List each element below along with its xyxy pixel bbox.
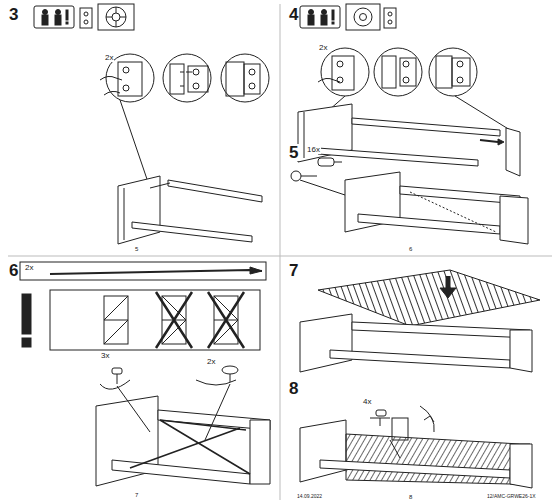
callout-label: 2x bbox=[318, 44, 328, 52]
callout-label: 3x bbox=[100, 352, 110, 360]
callout-label: 6 bbox=[408, 246, 413, 252]
callout-label: 8 bbox=[408, 494, 413, 500]
callout-label: 14.09.2022 bbox=[296, 494, 323, 499]
callout-label: 2x bbox=[24, 264, 34, 272]
step-number: 8 bbox=[288, 380, 299, 397]
callout-label: 5 bbox=[134, 246, 139, 252]
callout-label: 7 bbox=[134, 492, 139, 498]
step-number: 6 bbox=[8, 262, 19, 279]
step-number: 5 bbox=[288, 144, 299, 161]
callout-label: 2x bbox=[104, 54, 114, 62]
callout-label: 16x bbox=[306, 146, 321, 154]
step-number: 7 bbox=[288, 262, 299, 279]
callout-label: 4x bbox=[362, 398, 372, 406]
callout-label: 2x bbox=[206, 358, 216, 366]
step-number: 4 bbox=[288, 6, 299, 23]
step-number: 3 bbox=[8, 6, 19, 23]
callout-label: 12/AMC-GRWE26-1X bbox=[486, 494, 537, 499]
